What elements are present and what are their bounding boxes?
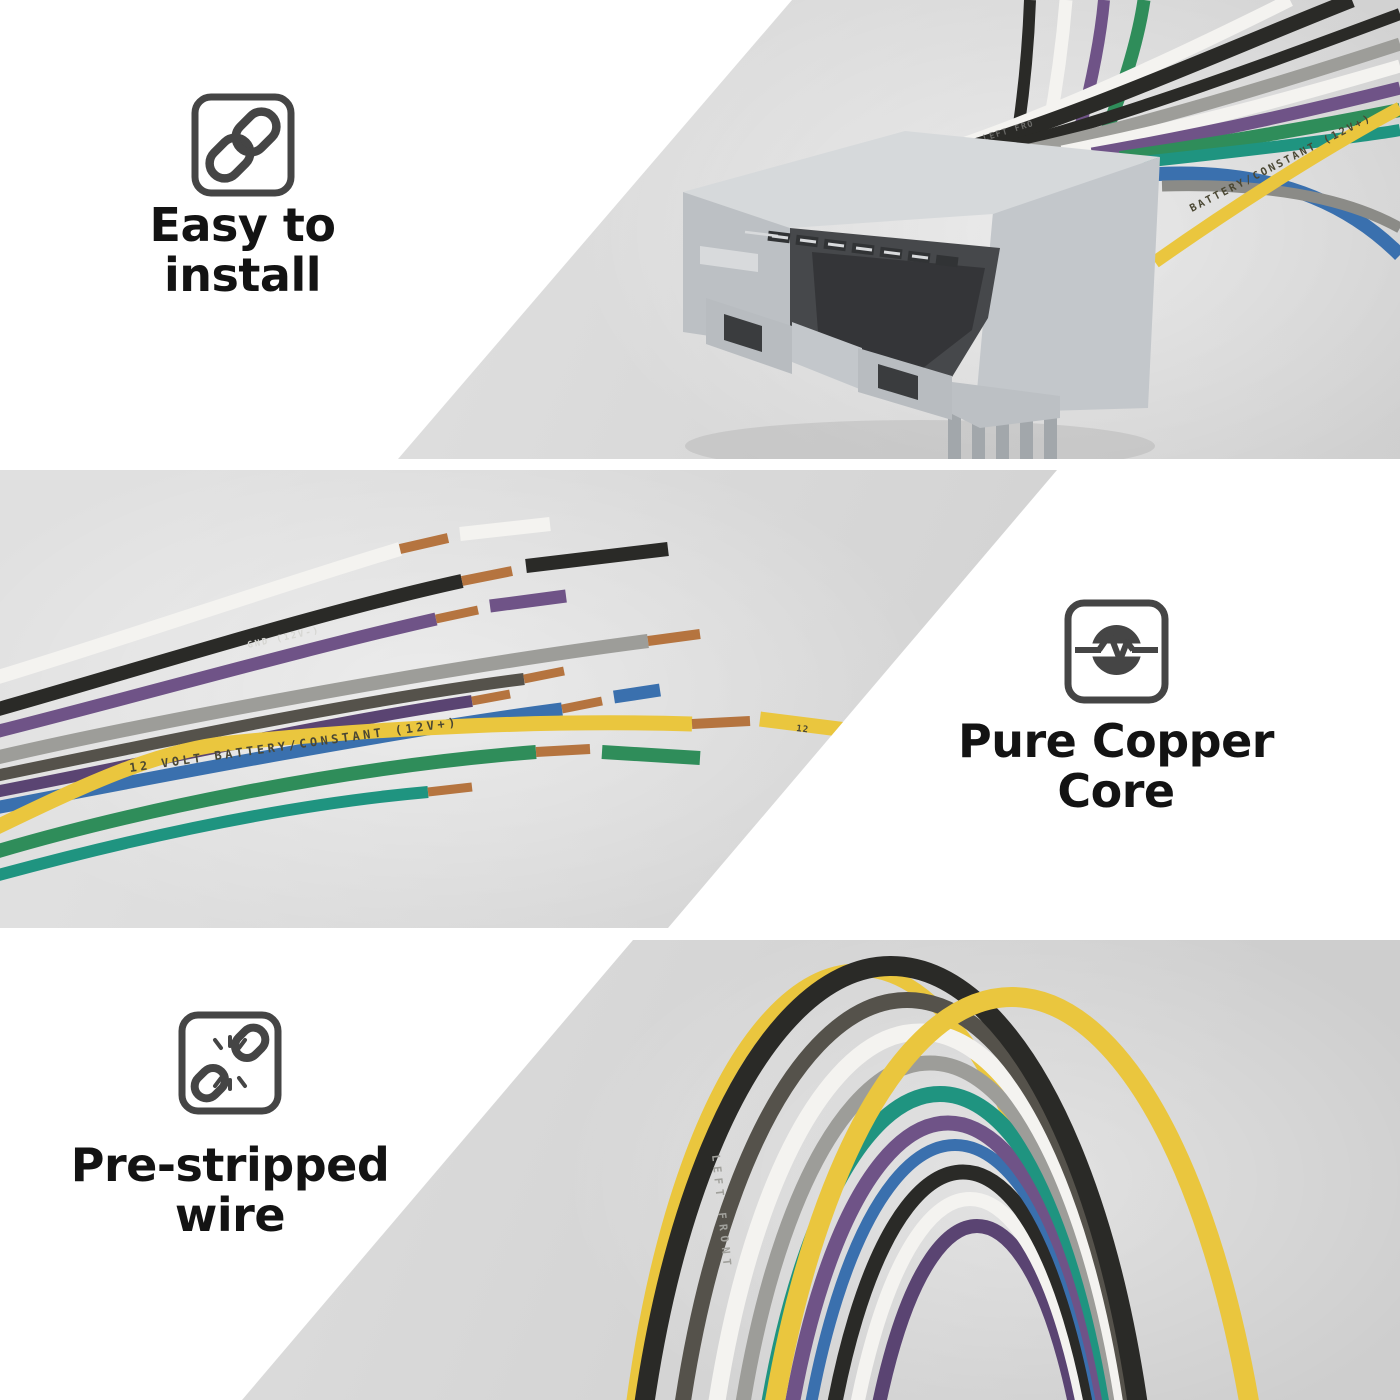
wire-black <box>952 0 1355 160</box>
stripped-wire-fan <box>0 517 903 882</box>
wire-teal-loop <box>740 1086 1140 1400</box>
feature-title-line1: Pre-stripped <box>70 1138 390 1192</box>
feature-title-line2: wire <box>174 1188 286 1242</box>
connector-rail <box>792 322 862 390</box>
wire-purple-loop <box>762 1115 1134 1400</box>
wire-blue-loop <box>782 1139 1128 1400</box>
wire-white <box>0 542 403 685</box>
wire-gray-loop <box>715 1055 1145 1400</box>
wire-black-sleeve <box>525 542 669 573</box>
wire-green-sleeve <box>601 745 701 765</box>
spark-lines <box>213 1035 247 1091</box>
wire-purple-sleeve <box>489 589 567 613</box>
wire-gray <box>0 634 649 765</box>
coiled-wire-loops <box>611 956 1284 1400</box>
connector-tab-right <box>858 348 952 420</box>
feature-title-line1: Pure Copper <box>958 714 1274 768</box>
wire-teal <box>0 786 429 882</box>
wire-teal <box>1141 124 1400 168</box>
wire-purple <box>0 612 438 739</box>
connector-shadow <box>685 420 1155 459</box>
wire-white-sleeve <box>459 517 551 541</box>
connector-inner-tab <box>700 246 758 272</box>
copper-tip <box>561 696 603 714</box>
feature-easy-install: Easy to install <box>55 92 430 300</box>
chain-link-icon <box>191 93 294 197</box>
feature-title-line1: Easy to <box>149 198 336 252</box>
connector-top-face <box>683 131 1160 228</box>
wire-yellow-battery <box>0 715 693 835</box>
wire-gray <box>1161 180 1400 233</box>
feature-pre-stripped: Pre-stripped wire <box>40 1010 420 1240</box>
wire-blue-sleeve <box>613 683 661 704</box>
copper-tip <box>427 782 473 797</box>
copper-tip <box>691 716 751 729</box>
wire-black-loop-inner <box>803 1164 1123 1400</box>
wire-purple-loop-inner <box>847 1219 1107 1400</box>
copper-tip <box>523 666 565 684</box>
connector-tab-left <box>706 298 792 374</box>
copper-tip <box>461 566 513 586</box>
wire-darkgray <box>0 673 525 782</box>
wire-black <box>0 574 464 717</box>
connector-ribs <box>948 408 1057 459</box>
copper-tip <box>398 533 450 554</box>
wire-white-loop-inner <box>826 1192 1114 1400</box>
connector-body <box>683 131 1160 459</box>
harness-wire-bundle <box>918 0 1400 268</box>
connector-step <box>952 382 1060 428</box>
wire-black <box>993 8 1400 156</box>
copper-tip <box>471 689 511 706</box>
wire-yellow-loop-front <box>740 987 1284 1400</box>
wire-purple <box>1090 81 1400 161</box>
wire-yellow-battery <box>1151 102 1400 268</box>
wire-black-loop-outer <box>618 956 1164 1400</box>
copper-tip <box>435 605 479 624</box>
copper-tip <box>647 629 701 646</box>
feature-title-line2: Core <box>1057 764 1175 818</box>
wire-gray <box>1028 37 1400 157</box>
copper-core-icon <box>1064 599 1168 704</box>
connector-rear-face <box>975 157 1160 413</box>
broken-chain-icon <box>178 1011 282 1115</box>
copper-tip <box>535 744 591 757</box>
wire-green <box>0 745 537 859</box>
feature-pure-copper: Pure Copper Core <box>930 598 1302 816</box>
wire-darkgray-loop <box>657 992 1157 1400</box>
wire-white <box>1060 59 1400 159</box>
connector-pins <box>744 230 959 268</box>
wire-print-12: 12 <box>796 724 810 735</box>
feature-title-line2: install <box>164 248 321 302</box>
